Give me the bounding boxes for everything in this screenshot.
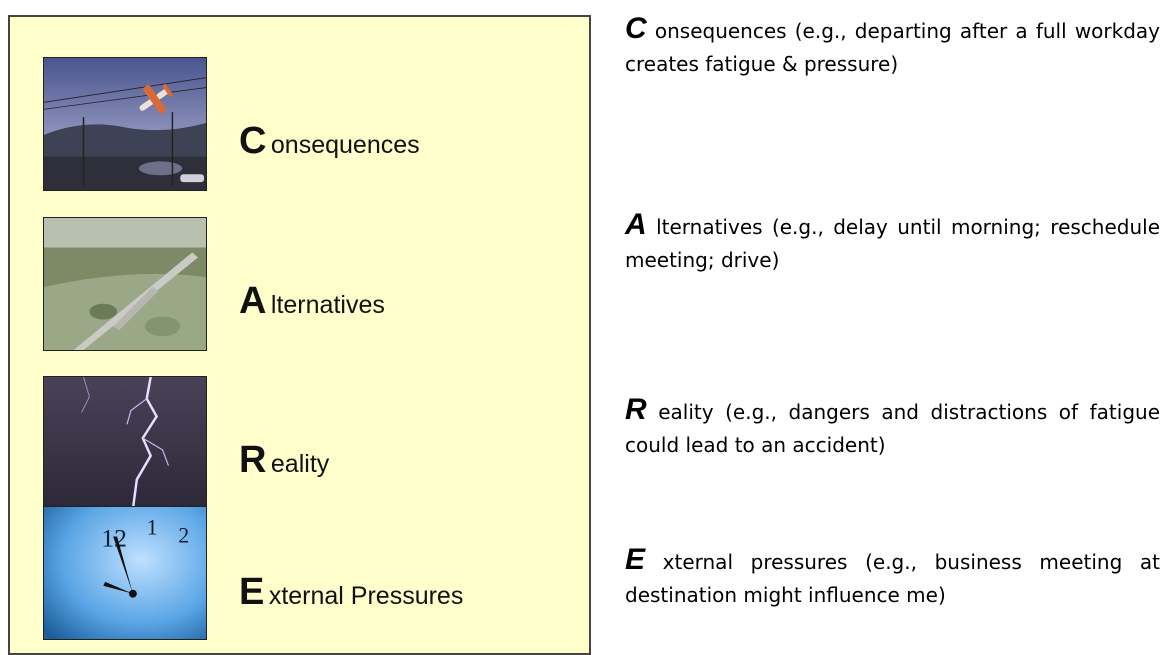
external-pressures-desc-text: xternal pressures (e.g., business meetin… xyxy=(625,550,1160,607)
lightning-icon xyxy=(43,376,207,510)
alternatives-rest: lternatives xyxy=(270,291,385,319)
consequences-description: C onsequences (e.g., departing after a f… xyxy=(625,12,1160,81)
alternatives-description: A lternatives (e.g., delay until morning… xyxy=(625,208,1160,277)
reality-rest: eality xyxy=(270,450,330,478)
consequences-rest: onsequences xyxy=(270,131,420,159)
reality-label: R eality xyxy=(239,439,329,482)
external-pressures-label: E xternal Pressures xyxy=(239,571,463,614)
svg-text:2: 2 xyxy=(178,523,189,547)
alternatives-letter: A xyxy=(239,280,267,322)
reality-desc-text: eality (e.g., dangers and distractions o… xyxy=(625,400,1161,457)
consequences-label: C onsequences xyxy=(239,120,420,163)
reality-desc-initial: R xyxy=(625,393,647,426)
consequences-desc-text: onsequences (e.g., departing after a ful… xyxy=(625,19,1161,76)
clock-icon: 12 1 2 xyxy=(43,506,207,640)
svg-text:1: 1 xyxy=(147,516,158,540)
consequences-desc-initial: C xyxy=(625,12,647,45)
reality-letter: R xyxy=(239,439,267,481)
external-pressures-desc-initial: E xyxy=(625,543,646,576)
alternatives-desc-initial: A xyxy=(625,208,647,241)
airplane-takeoff-icon xyxy=(43,57,207,191)
external-pressures-letter: E xyxy=(239,571,265,613)
runway-aerial-icon xyxy=(43,217,207,351)
care-checklist-panel: C onsequences A lternatives xyxy=(8,15,591,655)
external-pressures-rest: xternal Pressures xyxy=(268,582,464,610)
alternatives-desc-text: lternatives (e.g., delay until morning; … xyxy=(625,215,1161,272)
consequences-letter: C xyxy=(239,120,267,162)
alternatives-label: A lternatives xyxy=(239,280,385,323)
reality-description: R eality (e.g., dangers and distractions… xyxy=(625,393,1160,462)
external-pressures-description: E xternal pressures (e.g., business meet… xyxy=(625,543,1160,612)
